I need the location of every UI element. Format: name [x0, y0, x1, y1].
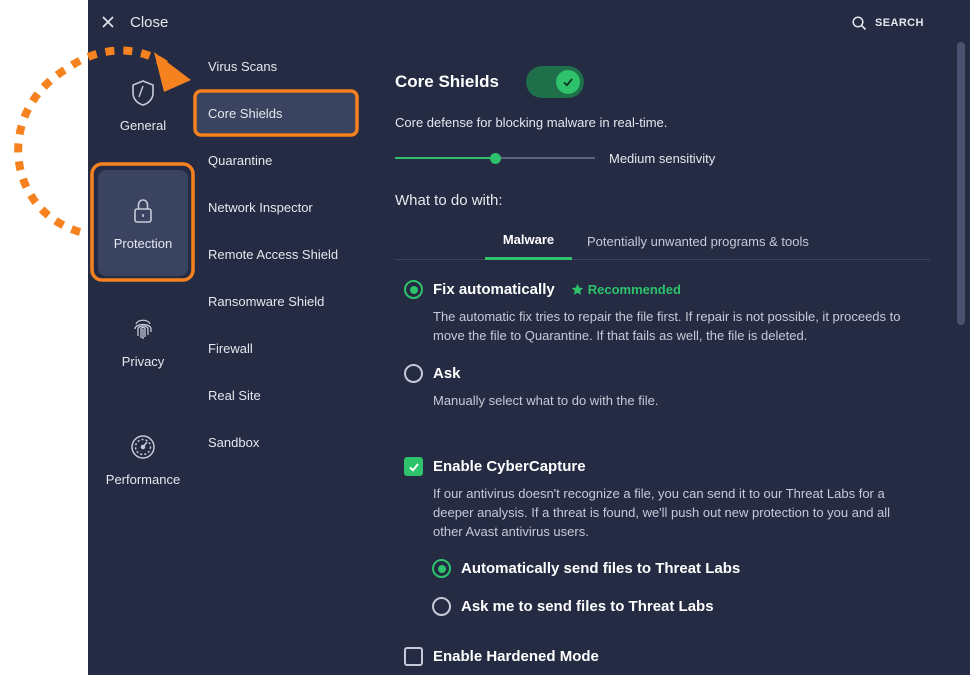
category-general[interactable]: General: [98, 52, 188, 158]
category-label: Privacy: [121, 353, 165, 369]
tab-malware[interactable]: Malware: [485, 222, 572, 260]
tab-potentially-unwanted-programs[interactable]: Potentially unwanted programs & tools: [587, 233, 809, 249]
recommended-badge: Recommended: [571, 282, 681, 297]
lock-icon: [134, 198, 152, 223]
scrollbar[interactable]: [957, 42, 965, 325]
search-button[interactable]: SEARCH: [852, 13, 924, 33]
fix-automatically-description: The automatic fix tries to repair the fi…: [433, 309, 901, 343]
slider-thumb[interactable]: [490, 153, 501, 164]
slider-fill: [395, 157, 495, 159]
toggle-knob: [556, 70, 580, 94]
category-privacy[interactable]: Privacy: [98, 288, 188, 394]
close-label: Close: [130, 13, 169, 31]
ask-radio[interactable]: [404, 364, 423, 383]
checkmark-icon: [408, 462, 419, 472]
close-icon: [102, 16, 114, 28]
fix-automatically-radio[interactable]: [404, 280, 423, 299]
hardened-mode-option[interactable]: Enable Hardened Mode: [404, 647, 599, 666]
subnav-quarantine[interactable]: Quarantine: [208, 152, 273, 168]
subnav-real-site[interactable]: Real Site: [208, 387, 261, 403]
settings-window: Close SEARCH General Protection Privacy …: [88, 0, 970, 675]
what-to-do-label: What to do with:: [395, 192, 503, 209]
cybercapture-checkbox[interactable]: [404, 457, 423, 476]
fingerprint-icon: [134, 319, 152, 339]
category-performance[interactable]: Performance: [98, 406, 188, 512]
core-shields-description: Core defense for blocking malware in rea…: [395, 115, 668, 130]
option-label: Ask: [433, 365, 461, 382]
gauge-icon: [131, 434, 155, 459]
category-label: General: [119, 117, 167, 133]
auto-send-option[interactable]: Automatically send files to Threat Labs: [432, 559, 740, 578]
top-bar: Close SEARCH: [88, 0, 970, 44]
subnav-core-shields[interactable]: Core Shields: [196, 93, 356, 133]
fix-automatically-option[interactable]: Fix automatically Recommended: [404, 280, 681, 299]
star-icon: [571, 283, 584, 295]
auto-send-radio[interactable]: [432, 559, 451, 578]
subnav-network-inspector[interactable]: Network Inspector: [208, 199, 313, 215]
cybercapture-option[interactable]: Enable CyberCapture: [404, 457, 586, 476]
option-label: Automatically send files to Threat Labs: [461, 560, 741, 577]
category-label: Protection: [113, 235, 173, 251]
checkmark-icon: [563, 78, 573, 87]
subnav-remote-access-shield[interactable]: Remote Access Shield: [208, 246, 339, 262]
threat-type-tabs: Malware Potentially unwanted programs & …: [395, 222, 930, 260]
ask-send-option[interactable]: Ask me to send files to Threat Labs: [432, 597, 714, 616]
cybercapture-description: If our antivirus doesn't recognize a fil…: [433, 486, 891, 539]
option-label: Ask me to send files to Threat Labs: [461, 598, 714, 615]
recommended-label: Recommended: [587, 282, 681, 297]
option-label: Fix automatically: [433, 281, 555, 298]
sensitivity-slider[interactable]: [395, 150, 595, 166]
search-icon: [852, 15, 867, 30]
subnav-firewall[interactable]: Firewall: [208, 340, 253, 356]
core-shields-toggle[interactable]: [526, 66, 584, 98]
hardened-mode-checkbox[interactable]: [404, 647, 423, 666]
sensitivity-label: Medium sensitivity: [609, 151, 716, 166]
ask-send-radio[interactable]: [432, 597, 451, 616]
option-label: Enable CyberCapture: [433, 458, 586, 475]
subnav-sandbox[interactable]: Sandbox: [208, 434, 260, 450]
option-label: Enable Hardened Mode: [433, 648, 599, 665]
page-title: Core Shields: [395, 72, 499, 91]
subnav-virus-scans[interactable]: Virus Scans: [208, 58, 278, 74]
category-label: Performance: [105, 471, 181, 487]
shield-icon: [132, 79, 154, 106]
category-protection[interactable]: Protection: [98, 170, 188, 276]
search-label: SEARCH: [875, 17, 924, 29]
subnav-ransomware-shield[interactable]: Ransomware Shield: [208, 293, 325, 309]
ask-option[interactable]: Ask: [404, 364, 461, 383]
ask-description: Manually select what to do with the file…: [433, 393, 659, 408]
close-button[interactable]: Close: [102, 10, 168, 34]
